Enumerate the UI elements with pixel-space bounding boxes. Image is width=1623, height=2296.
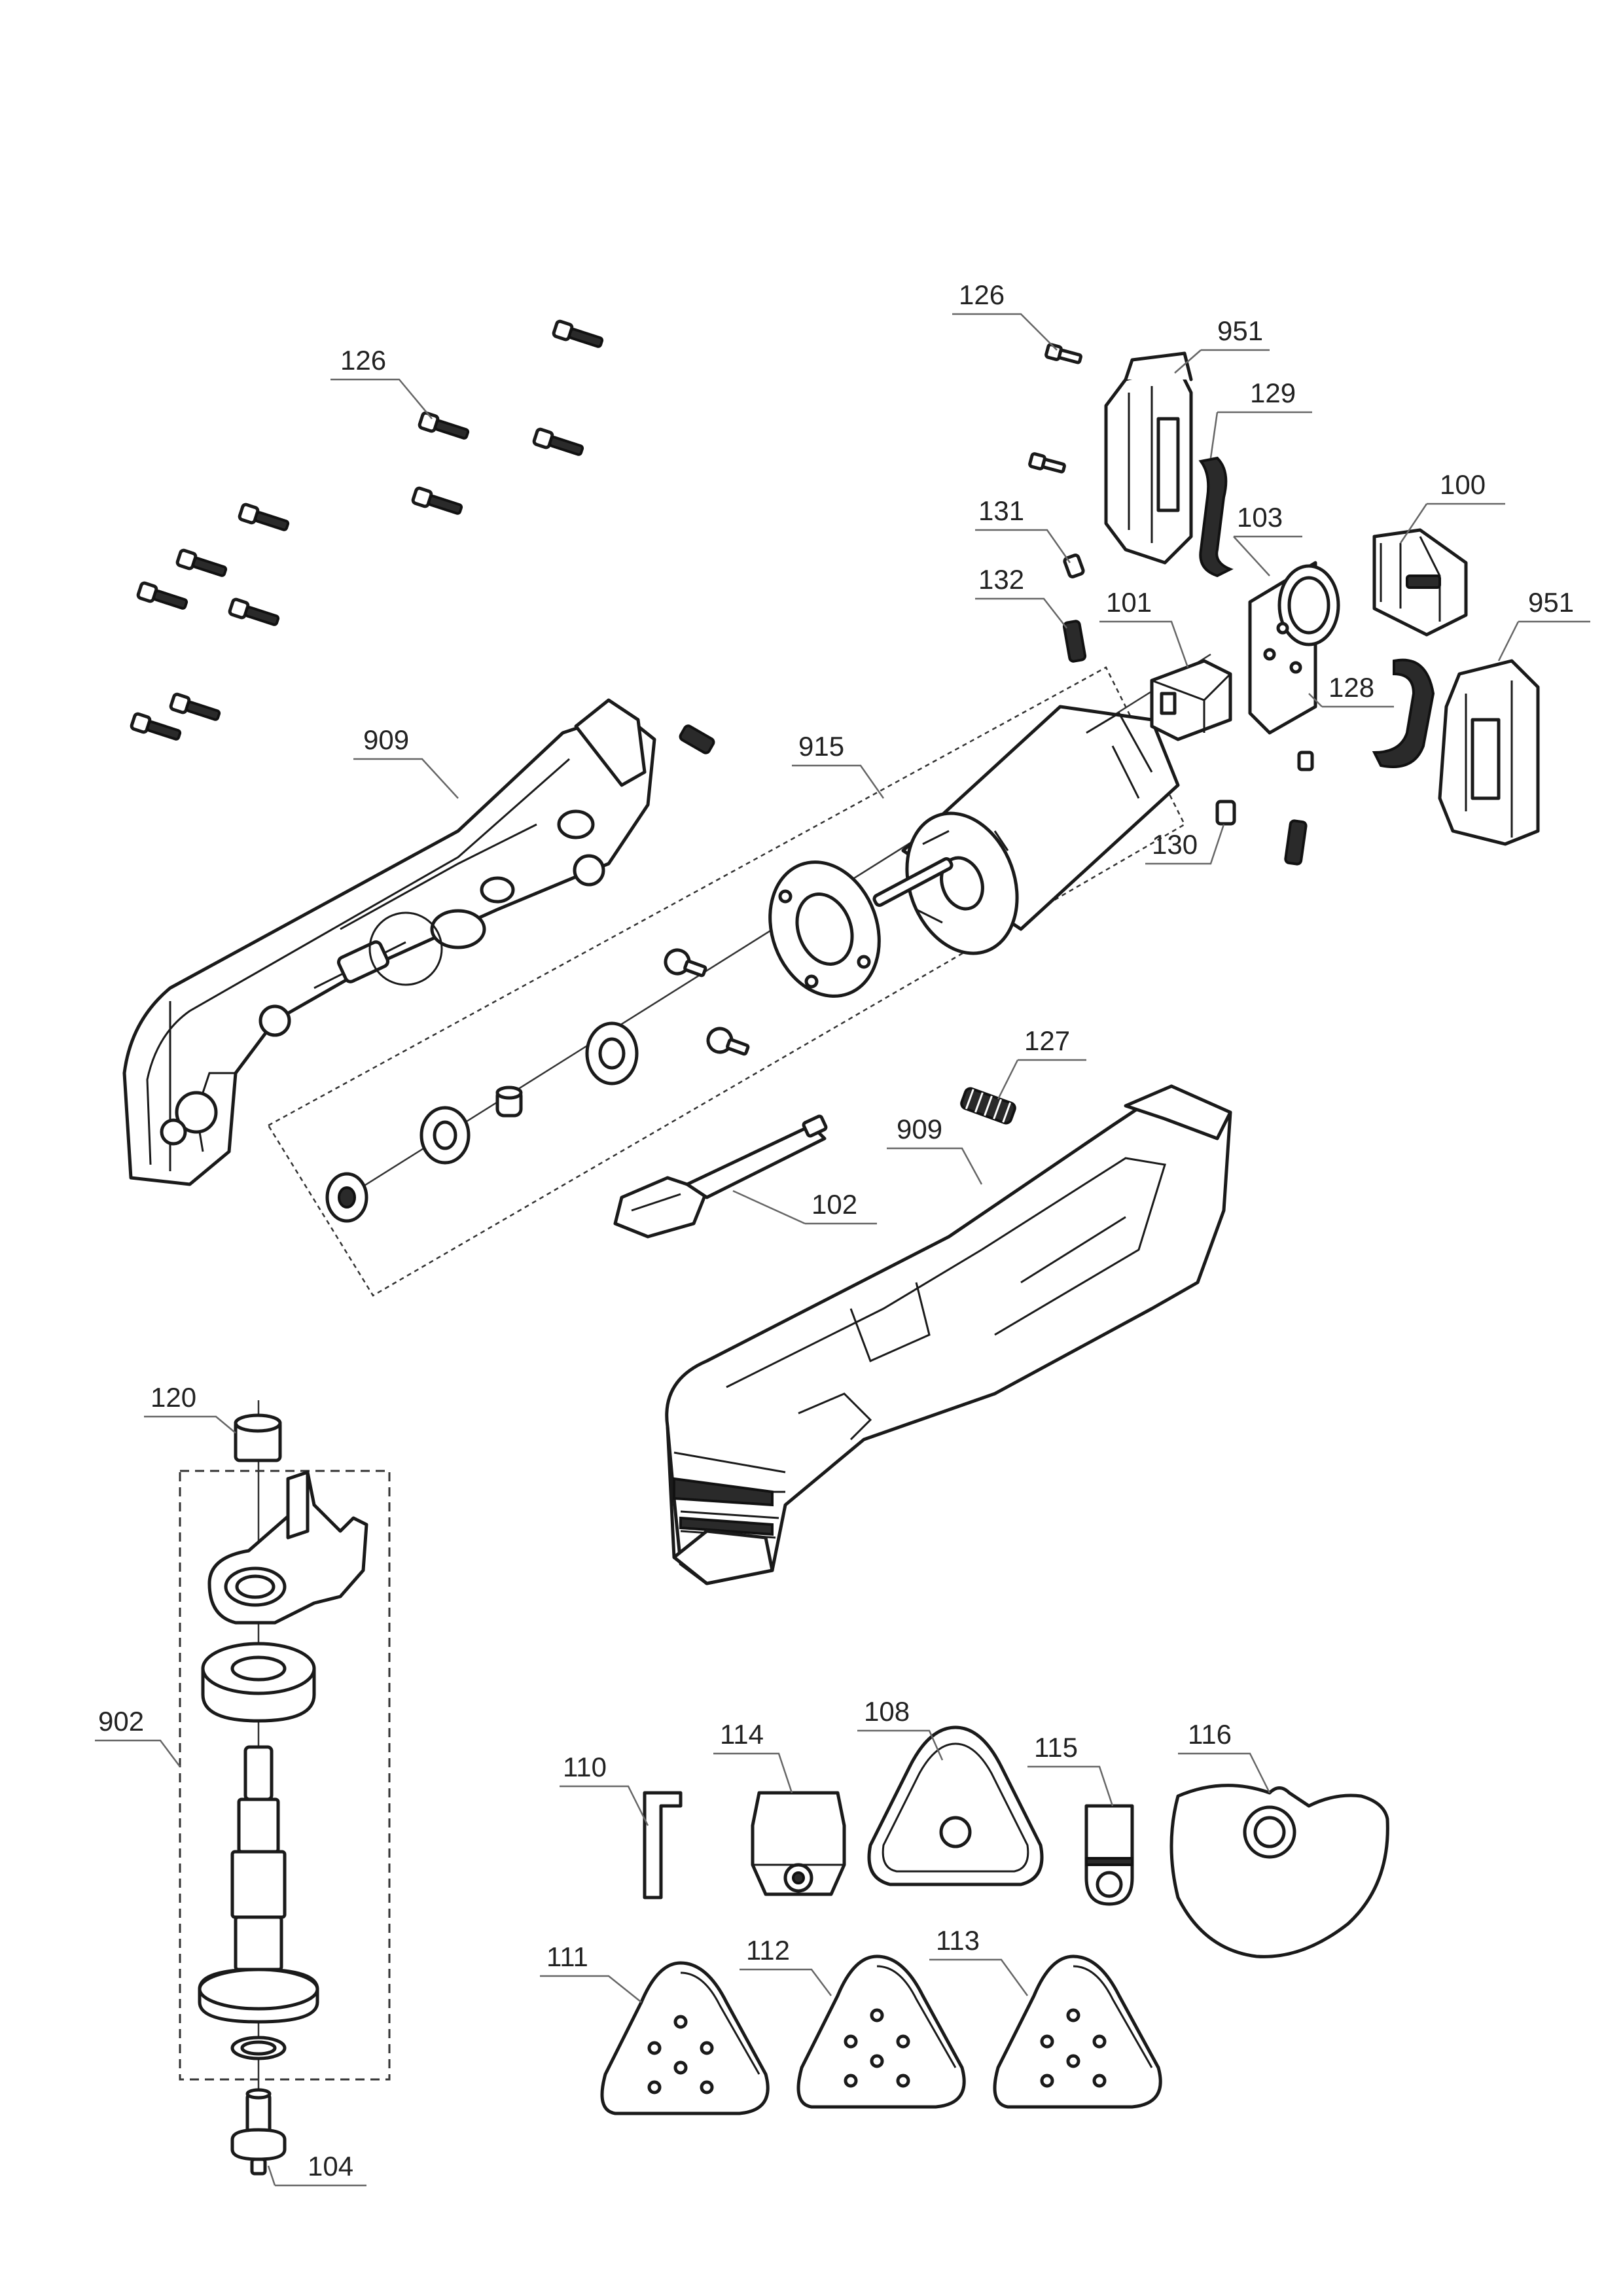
spring-127	[960, 1087, 1016, 1125]
label-104: 104	[308, 2151, 353, 2181]
screw-group-126	[130, 319, 604, 741]
o-ring	[230, 2036, 287, 2060]
contact-board-103	[1248, 561, 1340, 735]
battery-latch-951-top	[1104, 351, 1193, 565]
label-116: 116	[1188, 1719, 1232, 1750]
label-130: 130	[1152, 829, 1198, 860]
label-111: 111	[546, 1941, 588, 1972]
label-909-tool: 909	[897, 1114, 942, 1144]
label-131: 131	[978, 495, 1024, 526]
bearing-small	[325, 1172, 368, 1223]
spring-128	[1372, 658, 1435, 768]
terminal-block-100	[1372, 528, 1468, 637]
blade-115	[1084, 1804, 1134, 1906]
bearing-gear	[201, 1642, 316, 1723]
label-951-top: 951	[1217, 315, 1263, 346]
spring-129	[1198, 456, 1234, 578]
bearing-medium	[419, 1106, 471, 1165]
assembled-tool-909	[665, 1084, 1232, 1585]
motor-screw-2	[706, 1027, 750, 1056]
pin-130	[1215, 800, 1236, 826]
hex-key-110	[643, 1791, 683, 1899]
sanding-sheet-112	[796, 1954, 966, 2109]
screw-top-126	[1044, 343, 1082, 364]
label-126-left: 126	[340, 345, 386, 376]
battery-latch-951-right	[1438, 659, 1540, 846]
bushing	[495, 1086, 523, 1118]
label-100: 100	[1440, 469, 1486, 500]
label-902: 902	[98, 1706, 144, 1737]
label-110: 110	[563, 1752, 607, 1782]
label-909-housing: 909	[363, 724, 409, 755]
callout-labels: 126 126 951 129 131 103 100 132 101 951 …	[98, 279, 1574, 2181]
motor-mount-plate	[768, 860, 881, 998]
motor-screw-1	[664, 948, 707, 978]
gear-assembly-outline-902	[179, 1470, 391, 2081]
sanding-pad-108	[867, 1725, 1044, 1886]
switch-101	[1150, 659, 1232, 741]
label-915: 915	[798, 731, 844, 762]
saw-blade-116	[1169, 1784, 1389, 1958]
leader-lines	[95, 313, 1590, 2187]
spring-right	[1284, 819, 1308, 866]
spring-near-housing	[679, 724, 715, 754]
label-127: 127	[1024, 1025, 1070, 1056]
spring-132	[1062, 620, 1087, 663]
label-132: 132	[978, 564, 1024, 595]
sanding-sheet-111	[600, 1961, 770, 2115]
motor-915	[872, 705, 1180, 955]
label-112: 112	[746, 1935, 790, 1966]
switch-slider-102	[613, 1114, 828, 1239]
label-129: 129	[1250, 378, 1296, 408]
bearing-large	[585, 1021, 639, 1086]
label-951-right: 951	[1528, 587, 1574, 618]
flange-screw-104	[230, 2088, 287, 2176]
label-128: 128	[1329, 672, 1374, 703]
eccentric-fork	[207, 1470, 368, 1625]
pin-small	[1297, 751, 1314, 771]
label-114: 114	[720, 1719, 764, 1750]
label-126-top: 126	[959, 279, 1005, 310]
label-113: 113	[936, 1925, 980, 1956]
label-115: 115	[1034, 1732, 1078, 1763]
blade-114	[751, 1791, 846, 1896]
left-housing-909	[122, 698, 656, 1186]
screw-top-second	[1028, 452, 1066, 474]
label-120: 120	[151, 1382, 196, 1413]
label-108: 108	[864, 1696, 910, 1727]
sanding-sheet-113	[993, 1954, 1162, 2109]
label-102: 102	[812, 1189, 857, 1220]
label-101: 101	[1106, 587, 1152, 618]
spindle-shaft	[198, 1745, 319, 2024]
label-103: 103	[1237, 502, 1283, 533]
bushing-120	[234, 1413, 282, 1462]
